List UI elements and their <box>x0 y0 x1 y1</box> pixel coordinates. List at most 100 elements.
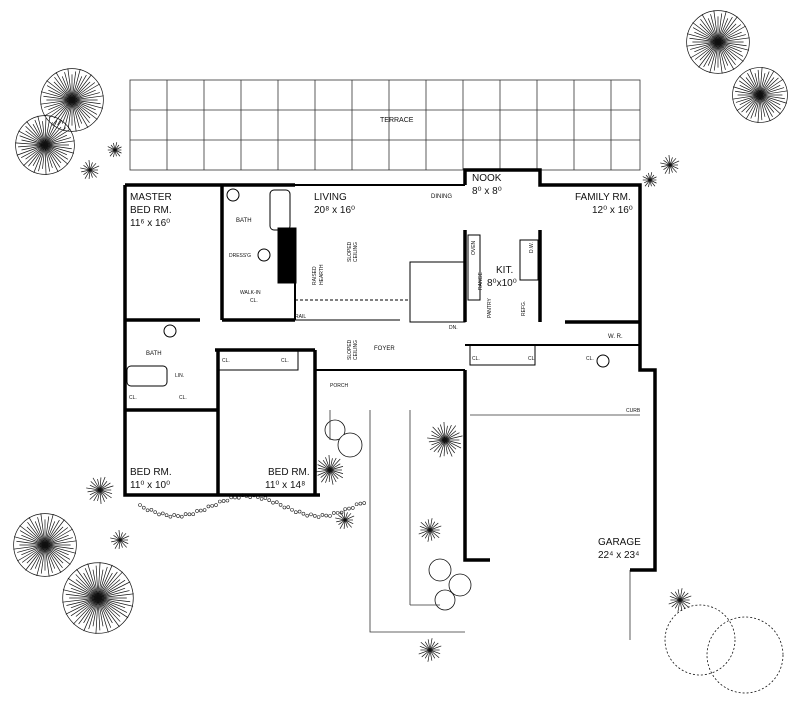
groundcover-icon <box>286 505 291 509</box>
groundcover-icon <box>293 510 298 515</box>
label-pantry: PANTRY <box>487 298 493 318</box>
label-closet: CL. <box>129 395 137 401</box>
groundcover-icon <box>324 513 329 518</box>
label-lin: LIN. <box>175 373 184 379</box>
label-bath2: BATH <box>146 351 162 357</box>
groundcover-icon <box>149 507 154 512</box>
tree-icon <box>732 67 788 123</box>
label-master-bath: BATH <box>236 218 252 224</box>
groundcover-icon <box>138 503 142 507</box>
groundcover-icon <box>335 511 340 515</box>
groundcover-icon <box>331 511 336 515</box>
groundcover-icon <box>309 512 313 517</box>
sink <box>257 248 271 262</box>
groundcover-icon <box>267 498 272 503</box>
tree-icon <box>86 476 114 504</box>
label-raised-hearth: RAISED <box>312 266 318 285</box>
label-kitchen: KIT. <box>496 265 513 276</box>
groundcover-icon <box>362 501 367 505</box>
label-garage: GARAGE <box>598 537 641 548</box>
groundcover-icon <box>153 510 157 514</box>
shrub-bed-icon <box>664 604 736 676</box>
label-family: FAMILY RM. <box>575 192 631 203</box>
label-sloped-ceiling-foyer: SLOPED <box>347 339 353 360</box>
groundcover-icon <box>347 506 351 511</box>
label-kitchen-dim: 8⁰x10⁰ <box>487 278 517 289</box>
groundcover-icon <box>221 499 226 503</box>
groundcover-icon <box>354 502 359 507</box>
groundcover-icon <box>145 508 150 513</box>
label-range: RANGE <box>478 272 484 290</box>
tree-icon <box>40 68 104 132</box>
walls <box>123 168 657 572</box>
label-dw: D.W. <box>529 242 535 253</box>
label-raised-hearth-2: HEARTH <box>319 264 325 285</box>
label-master: MASTER <box>130 192 172 203</box>
tree-icon <box>686 10 750 74</box>
label-walkin-2: CL. <box>250 298 258 304</box>
label-living-dim: 20⁸ x 16⁰ <box>314 205 355 216</box>
label-oven: OVEN <box>471 240 477 255</box>
groundcover-icon <box>168 514 173 519</box>
groundcover-icon <box>278 503 283 507</box>
shrub-icon <box>434 589 456 611</box>
tree-icon <box>418 638 442 662</box>
label-sloped-ceiling-2: CEILING <box>353 242 359 262</box>
groundcover-icon <box>358 501 363 506</box>
groundcover-icon <box>202 508 207 512</box>
label-closet: CL. <box>528 356 536 362</box>
groundcover-icon <box>195 509 199 513</box>
groundcover-icon <box>305 513 310 518</box>
label-curb: CURB <box>626 408 641 414</box>
label-sloped-ceiling: SLOPED <box>347 241 353 262</box>
label-living: LIVING <box>314 192 347 203</box>
label-terrace: TERRACE <box>380 117 414 124</box>
label-bed2: BED RM. <box>268 467 310 478</box>
label-closet: CL. <box>179 395 187 401</box>
label-sloped-ceiling-foyer-2: CEILING <box>353 340 359 360</box>
groundcover-icon <box>161 511 165 516</box>
groundcover-icon <box>210 503 214 508</box>
groundcover-icon <box>180 514 184 519</box>
tree-icon <box>62 562 134 634</box>
groundcover-icon <box>316 515 321 519</box>
label-nook: NOOK <box>472 173 502 184</box>
tree-icon <box>15 115 75 175</box>
room-labels: TERRACE MASTER BED RM. 11⁶ x 16⁰ BATH DR… <box>129 117 641 561</box>
shrub-bed-icon <box>706 616 784 694</box>
fixtures <box>126 188 610 387</box>
groundcover-icon <box>191 512 195 517</box>
toilet <box>163 324 177 338</box>
groundcover-icon <box>157 512 161 517</box>
groundcover-icon <box>282 505 287 510</box>
label-dn: DN. <box>449 325 458 331</box>
label-closet: CL. <box>586 356 594 362</box>
groundcover-icon <box>259 497 264 501</box>
tree-icon <box>418 518 442 542</box>
label-closet: CL. <box>472 356 480 362</box>
label-garage-dim: 22⁴ x 23⁴ <box>598 550 639 561</box>
groundcover-icon <box>183 512 188 516</box>
bathtub <box>126 365 168 387</box>
toilet <box>226 188 240 202</box>
groundcover-icon <box>312 514 317 518</box>
label-bed1-dim: 11⁰ x 10⁰ <box>130 480 170 491</box>
fireplace <box>277 227 297 284</box>
stair <box>409 261 466 323</box>
label-rail: RAIL <box>295 314 306 320</box>
tree-icon <box>315 455 344 485</box>
label-foyer: FOYER <box>374 346 395 352</box>
groundcover-icon <box>263 496 268 500</box>
terrace-paving <box>129 79 641 171</box>
tree-icon <box>642 172 657 188</box>
label-wr: W. R. <box>608 334 623 340</box>
groundcover-icon <box>271 500 275 505</box>
label-master-2: BED RM. <box>130 205 172 216</box>
groundcover-icon <box>350 506 355 510</box>
groundcover-icon <box>339 510 344 515</box>
landscaping <box>13 10 788 694</box>
groundcover-icon <box>176 514 180 518</box>
groundcover-icon <box>142 505 146 510</box>
